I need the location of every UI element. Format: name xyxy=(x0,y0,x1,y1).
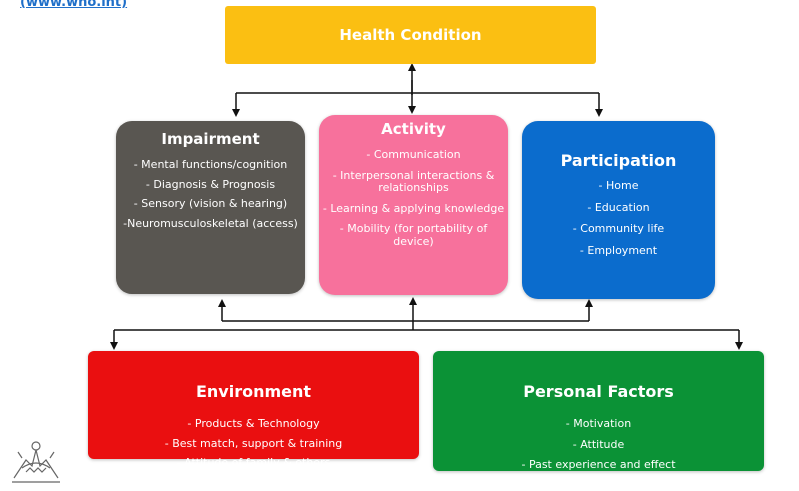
crest-logo-icon xyxy=(12,441,60,483)
participation-title: Participation xyxy=(560,151,677,170)
personal-factors-box: Personal Factors - Motivation - Attitude… xyxy=(433,351,764,471)
impairment-item: - Mental functions/cognition xyxy=(133,158,288,171)
activity-box: Activity - Communication - Interpersonal… xyxy=(319,115,508,295)
impairment-box: Impairment - Mental functions/cognition … xyxy=(116,121,305,294)
environment-item: - Products & Technology xyxy=(187,417,320,430)
activity-item: - Communication xyxy=(366,148,461,161)
environment-title: Environment xyxy=(195,382,312,401)
environment-box: Environment - Products & Technology - Be… xyxy=(88,351,419,469)
participation-box: Participation - Home - Education - Commu… xyxy=(522,121,715,299)
personal-factors-item: - Attitude xyxy=(572,437,625,451)
environment-item: - Best match, support & training xyxy=(164,436,343,450)
impairment-item: -Neuromusculoskeletal (access) xyxy=(123,216,298,230)
impairment-item: - Diagnosis & Prognosis xyxy=(145,177,276,191)
participation-item: - Employment xyxy=(579,243,658,257)
activity-item: - Learning & applying knowledge xyxy=(322,201,505,215)
impairment-title: Impairment xyxy=(161,130,260,148)
activity-item: - Mobility (for portability of device) xyxy=(339,222,488,248)
health-condition-box: Health Condition xyxy=(225,6,596,64)
personal-factors-item: - Past experience and effect xyxy=(521,458,676,471)
participation-item: - Community life xyxy=(572,222,665,235)
impairment-item: - Sensory (vision & hearing) xyxy=(133,197,288,210)
participation-item: - Home xyxy=(598,179,639,192)
health-condition-title: Health Condition xyxy=(339,26,482,44)
personal-factors-item: - Motivation xyxy=(565,417,632,430)
activity-title: Activity xyxy=(381,120,446,138)
personal-factors-title: Personal Factors xyxy=(523,382,674,401)
activity-item: - Interpersonal interactions & relations… xyxy=(332,168,495,194)
environment-item: - Attitude of family & others xyxy=(176,456,331,469)
participation-item: - Education xyxy=(587,200,650,214)
source-link[interactable]: (www.who.int) xyxy=(20,0,128,10)
